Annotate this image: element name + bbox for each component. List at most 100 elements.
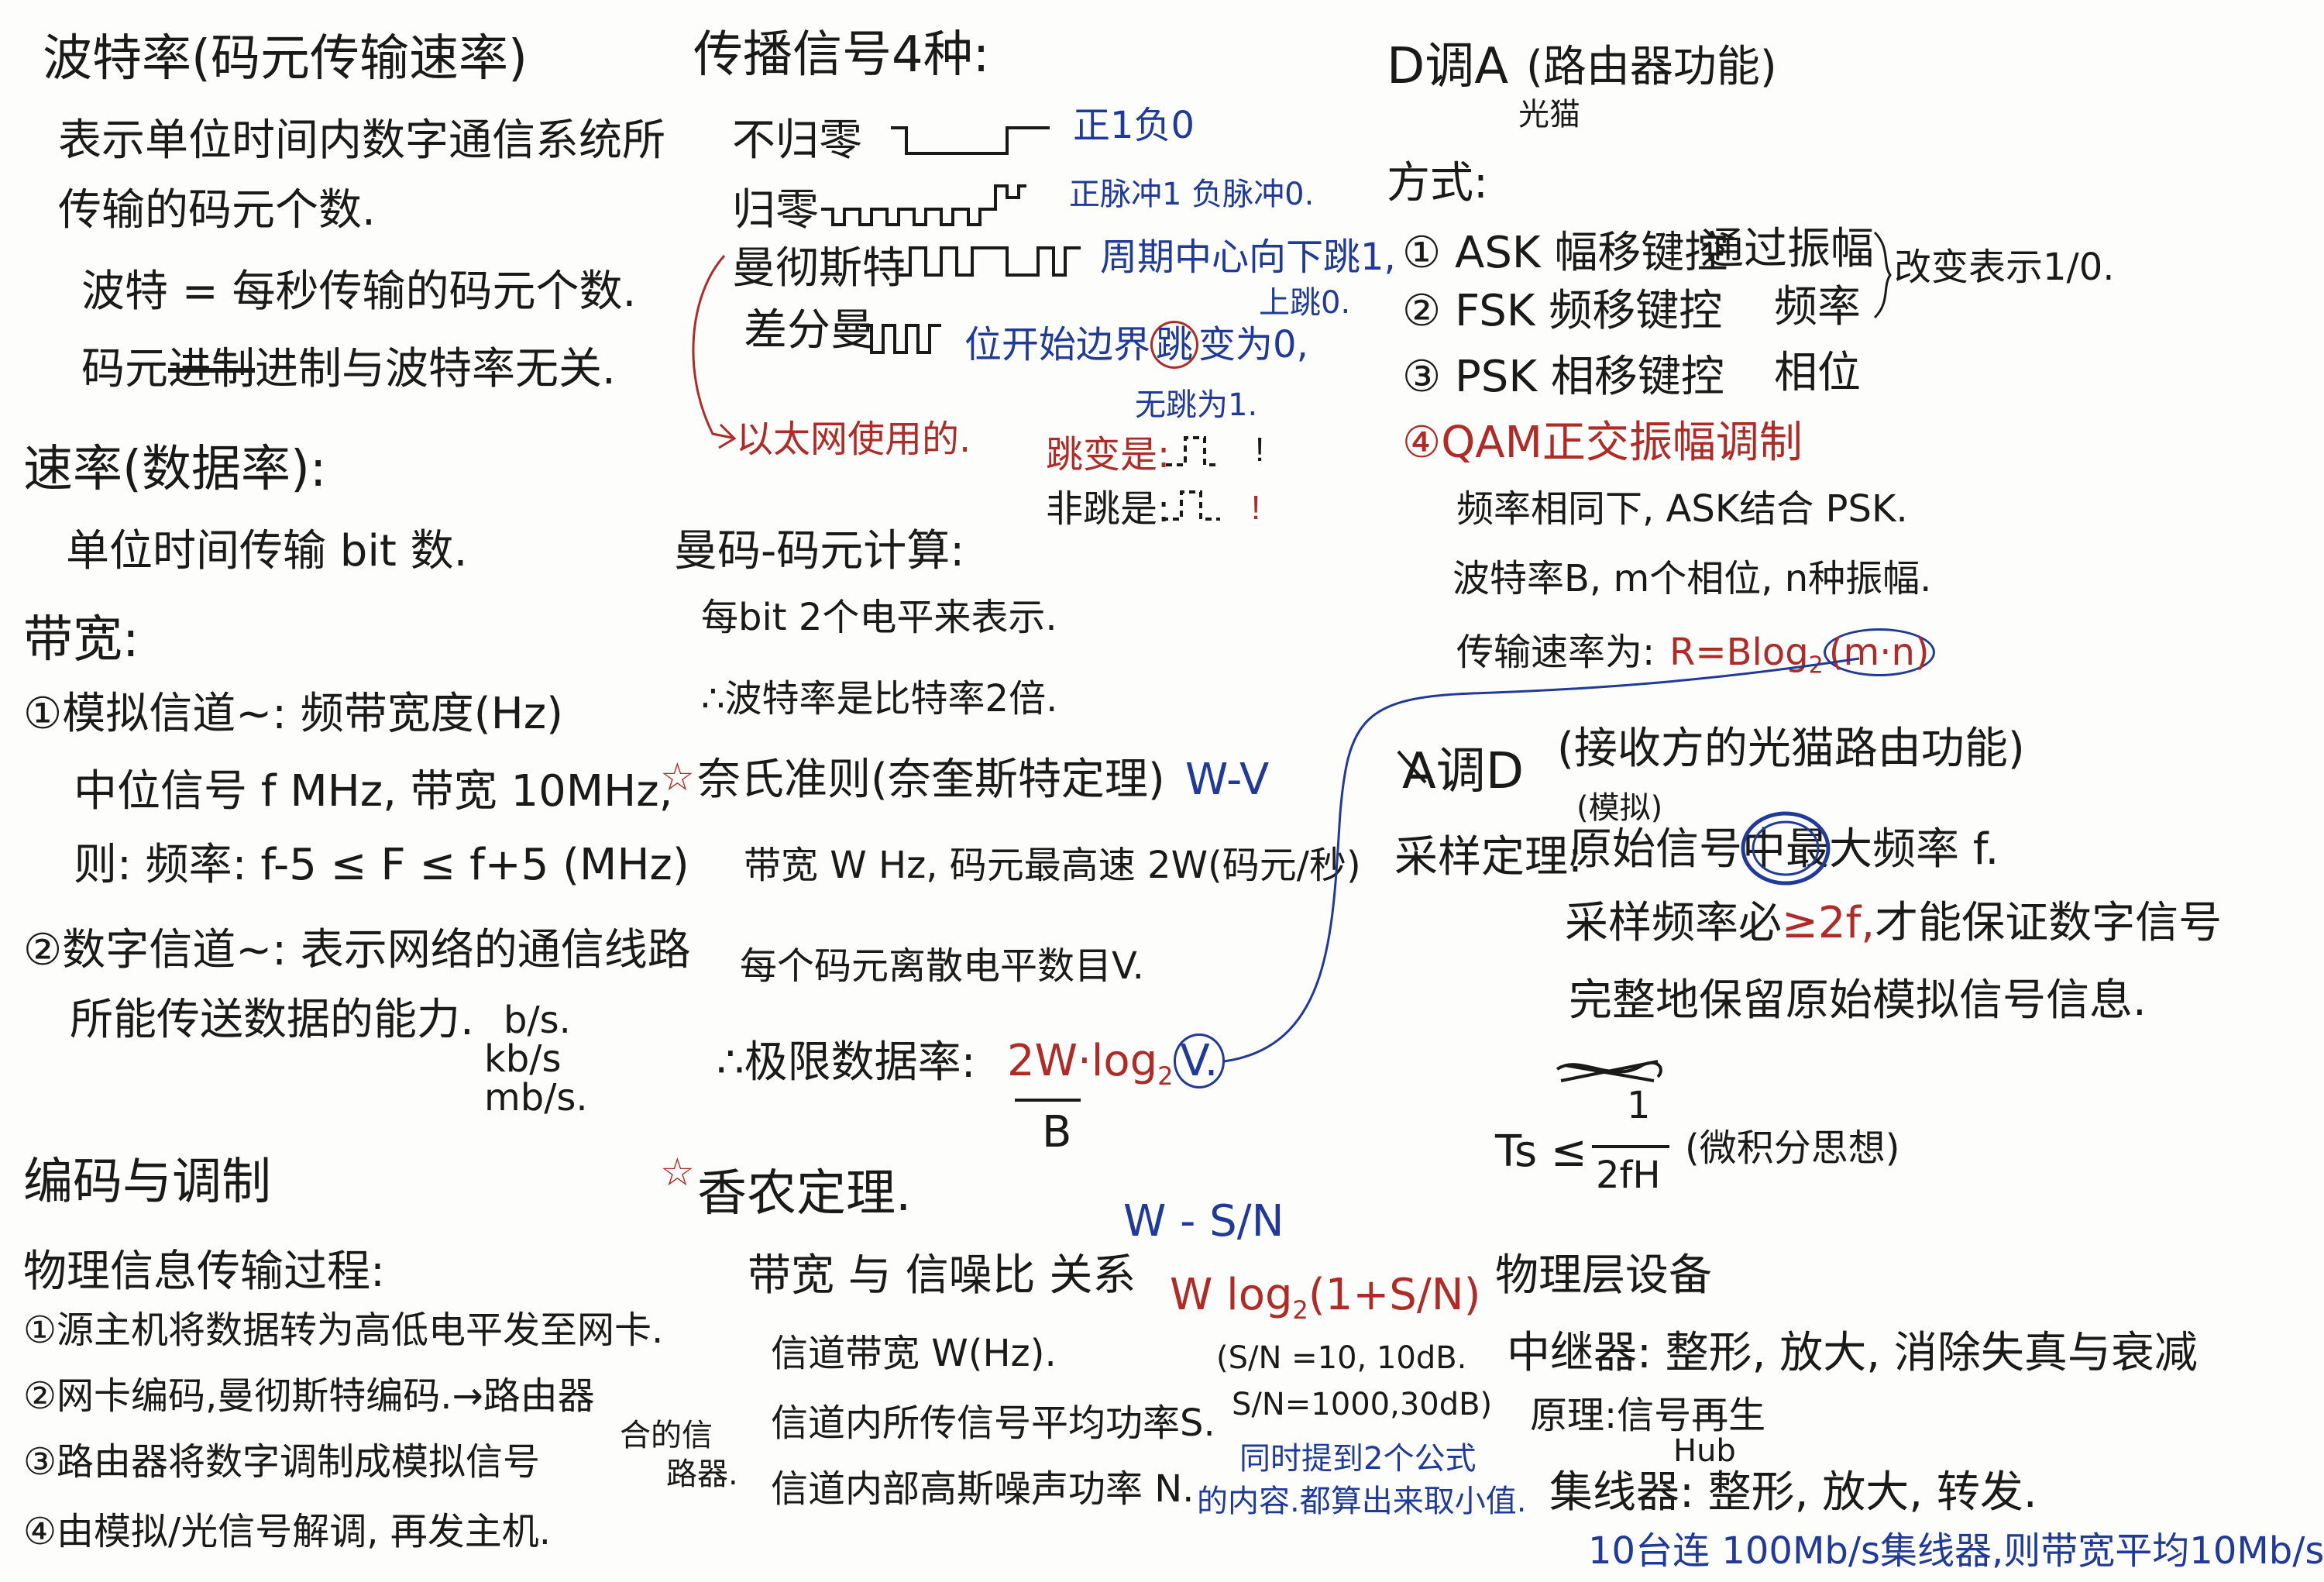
- ask-label: ① ASK 幅移键控: [1402, 228, 1728, 278]
- connector-curve: [1223, 657, 1860, 1063]
- da-subtitle: (路由器功能): [1526, 42, 1777, 92]
- psk-via: 相位: [1774, 348, 1861, 398]
- ethernet-note: 以太网使用的.: [736, 418, 971, 461]
- no-jump-waveform: [1162, 490, 1220, 521]
- baud-note-post: 进制与波特率无关.: [255, 344, 616, 394]
- db-example-2: S/N=1000,30dB): [1232, 1387, 1493, 1422]
- handwriting-sketches: ! ! ☆ ☆: [660, 126, 1892, 1195]
- nrz-label: 不归零: [732, 115, 862, 166]
- max-circle: [1741, 811, 1831, 886]
- sample-title: 采样定理:: [1394, 832, 1583, 882]
- fsk-label: ② FSK 频移键控: [1402, 286, 1723, 336]
- bandwidth-analog-frequency: 则: 频率: f-5 ≤ F ≤ f+5 (MHz): [74, 840, 689, 890]
- principle: 原理:信号再生: [1530, 1394, 1766, 1437]
- shannon-formula: W log2(1+S/N): [1170, 1270, 1481, 1326]
- hub-label: Hub: [1673, 1433, 1736, 1469]
- change-note: 改变表示1/0.: [1894, 246, 2115, 289]
- manchester-note: 周期中心向下跳1,: [1100, 236, 1396, 279]
- nyquist-formula-a: 2W·log: [1007, 1036, 1158, 1086]
- ethernet-arrow: [692, 254, 733, 439]
- qam-formula-b: (m·n): [1823, 628, 1935, 676]
- baud-desc-1: 表示单位时间内数字通信系统所: [58, 115, 665, 166]
- da-title: D调A: [1387, 38, 1509, 95]
- sample-2-post: 才能保证数字信号: [1875, 898, 2223, 948]
- process-step-3-tail-2: 路器.: [666, 1456, 738, 1492]
- rz-label: 归零: [732, 185, 819, 236]
- hub: 集线器: 整形, 放大, 转发.: [1549, 1467, 2037, 1518]
- svg-text:!: !: [1255, 431, 1264, 469]
- manchester-calc-2: ∴波特率是比特率2倍.: [701, 677, 1058, 720]
- diff-manchester-label: 差分曼: [744, 305, 874, 356]
- nyquist-2: 每个码元离散电平数目V.: [740, 944, 1144, 988]
- shannon-formula-sub: 2: [1292, 1295, 1308, 1326]
- baud-desc-2: 传输的码元个数.: [58, 185, 376, 236]
- ts-note: (微积分思想): [1685, 1126, 1900, 1170]
- qam-1: 频率相同下, ASK结合 PSK.: [1456, 487, 1908, 531]
- diff-manchester-note-2: 无跳为1.: [1135, 387, 1258, 423]
- qam-2: 波特率B, m个相位, n种振幅.: [1452, 557, 1932, 600]
- process-step-4: ④由模拟/光信号解调, 再发主机.: [23, 1510, 551, 1553]
- rate-title: 速率(数据率):: [23, 441, 327, 498]
- diff-note-text: 位开始边界: [964, 323, 1151, 366]
- jump-waveform: [1166, 436, 1220, 466]
- sample-2-red: ≥2f,: [1782, 898, 1875, 948]
- star-icon: ☆: [660, 755, 695, 800]
- min-note-1: 同时提到2个公式: [1239, 1441, 1477, 1477]
- shannon-3: 信道内所传信号平均功率S.: [771, 1401, 1215, 1445]
- baud-note-pre: 码元: [81, 344, 168, 394]
- brace: [1873, 231, 1892, 319]
- nyquist-formula-v: V.: [1173, 1033, 1226, 1088]
- phys-title: 物理层设备: [1495, 1250, 1712, 1301]
- ts-denominator: 2fH: [1596, 1154, 1661, 1197]
- manchester-note-2: 上跳0.: [1259, 285, 1351, 321]
- svg-text:!: !: [1251, 489, 1260, 527]
- bandwidth-analog: ①模拟信道~: 频带宽度(Hz): [23, 689, 563, 739]
- nyquist-formula-sub: 2: [1157, 1061, 1174, 1092]
- shannon-formula-b: (1+S/N): [1308, 1270, 1481, 1320]
- bandwidth-digital: ②数字信道~: 表示网络的通信线路: [23, 925, 691, 975]
- shannon-wsn: W - S/N: [1123, 1196, 1284, 1247]
- min-note-2: 的内容.都算出来取小值.: [1197, 1484, 1527, 1519]
- no-jump-label: 非跳是:: [1046, 487, 1171, 531]
- process-title: 物理信息传输过程:: [23, 1247, 385, 1297]
- shannon-title: 香农定理.: [697, 1165, 912, 1223]
- bandwidth-digital-2: 所能传送数据的能力.: [70, 995, 474, 1045]
- ad-title: A调D: [1402, 743, 1525, 800]
- qam-3: 传输速率为:: [1456, 631, 1655, 674]
- qam-formula: R=Blog2(m·n): [1669, 628, 1935, 679]
- signals-title: 传播信号4种:: [693, 26, 990, 84]
- manchester-waveform: [899, 246, 1081, 277]
- nyquist-b: B: [1042, 1107, 1072, 1157]
- ts-numerator: 1: [1627, 1084, 1651, 1127]
- rz-waveform: [821, 184, 1026, 226]
- bandwidth-analog-example: 中位信号 f MHz, 带宽 10MHz,: [74, 766, 673, 817]
- process-step-2: ②网卡编码,曼彻斯特编码.→路由器: [23, 1374, 595, 1418]
- process-step-3-tail: 合的信: [620, 1418, 713, 1453]
- baud-note-struck: 进制: [168, 344, 255, 394]
- rate-desc: 单位时间传输 bit 数.: [66, 526, 468, 576]
- unit-kbs: kb/s: [484, 1037, 562, 1081]
- manchester-calc-title: 曼码-码元计算:: [674, 526, 965, 576]
- diff-manchester-waveform: [860, 324, 941, 354]
- da-modem: 光猫: [1518, 97, 1580, 132]
- baud-note: 码元进制进制与波特率无关.: [81, 344, 616, 394]
- unit-mbs: mb/s.: [484, 1076, 588, 1119]
- hub-note: 10台连 100Mb/s集线器,则带宽平均10Mb/s: [1588, 1529, 2324, 1573]
- qam-formula-a: R=Blog: [1669, 631, 1809, 674]
- ask-via: 通过振幅: [1700, 224, 1874, 274]
- sample-2-pre: 采样频率必: [1565, 898, 1782, 948]
- db-example-1: (S/N =10, 10dB.: [1216, 1340, 1467, 1376]
- shannon-1: 带宽 与 信噪比 关系: [748, 1250, 1136, 1301]
- scribble: [1556, 1060, 1662, 1082]
- sample-2: 采样频率必≥2f,才能保证数字信号: [1565, 898, 2223, 948]
- rz-note: 正脉冲1 负脉冲0.: [1069, 177, 1315, 212]
- unit-bs: b/s.: [504, 999, 571, 1042]
- sample-3: 完整地保留原始模拟信号信息.: [1569, 975, 2147, 1026]
- shannon-formula-a: W log: [1170, 1270, 1293, 1320]
- nrz-waveform: [891, 126, 1050, 155]
- nyquist-title: 奈氏准则(奈奎斯特定理): [697, 755, 1165, 805]
- sample-analog: (模拟): [1576, 790, 1663, 826]
- nyquist-wv: W-V: [1185, 755, 1270, 805]
- jump-label: 跳变是:: [1046, 433, 1171, 476]
- fsk-via: 频率: [1774, 282, 1861, 332]
